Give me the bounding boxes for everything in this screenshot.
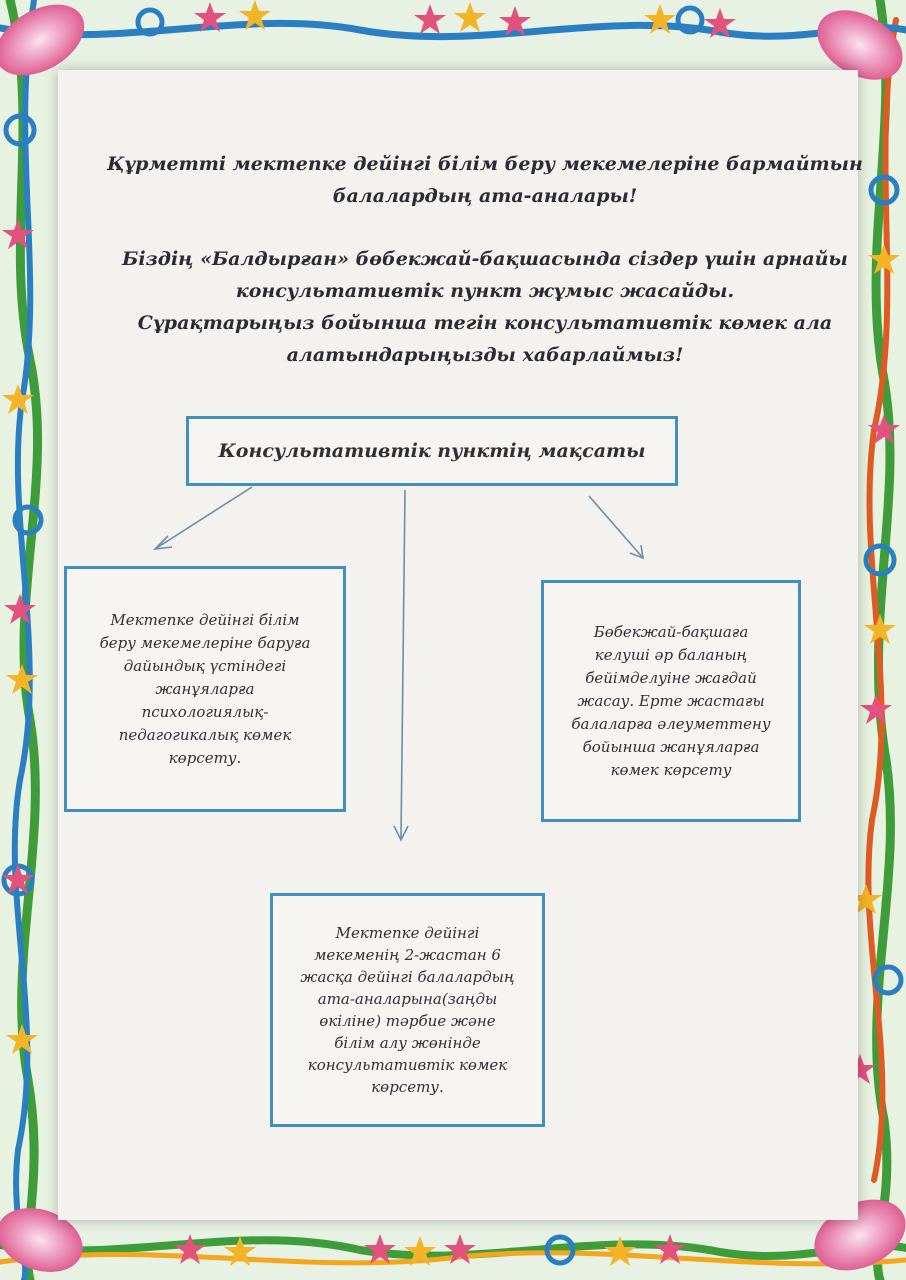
root-box-label: Консультативтік пунктің мақсаты <box>218 440 646 462</box>
bottom-box-line: консультативтік көмек <box>307 1056 508 1074</box>
arrow-right <box>588 495 644 559</box>
bottom-goal-box: Мектепке дейінгі мекеменің 2-жастан 6 жа… <box>270 893 545 1127</box>
left-box-line: жанұяларға <box>155 679 255 698</box>
bottom-box-line: көрсету. <box>371 1078 444 1096</box>
greeting-line-1: Құрметті мектепке дейінгі білім беру мек… <box>107 153 863 175</box>
right-goal-box: Бөбекжай-бақшаға келуші әр баланың бейім… <box>541 580 801 822</box>
left-box-line: дайындық үстіндегі <box>123 656 287 675</box>
root-box: Консультативтік пунктің мақсаты <box>186 416 678 486</box>
left-box-line: Мектепке дейінгі білім <box>110 610 300 629</box>
right-box-line: көмек көрсету <box>610 760 732 779</box>
left-box-line: көрсету. <box>168 748 242 767</box>
right-box-line: бейімделуіне жағдай <box>585 668 757 687</box>
arrow-left <box>154 486 253 550</box>
bottom-box-line: мекеменің 2-жастан 6 <box>314 946 501 964</box>
right-box-line: жасау. Ерте жастағы <box>577 691 765 710</box>
left-goal-box: Мектепке дейінгі білім беру мекемелеріне… <box>64 566 346 812</box>
body-line-2: консультативтік пункт жұмыс жасайды. <box>235 280 735 302</box>
body-line-4: алатындарыңызды хабарлаймыз! <box>286 344 684 366</box>
right-box-line: Бөбекжай-бақшаға <box>593 622 749 641</box>
bottom-box-line: Мектепке дейінгі <box>335 924 480 942</box>
greeting-line-2: балалардың ата-аналары! <box>332 185 638 207</box>
bottom-box-line: өкіліне) тәрбие және <box>319 1012 496 1030</box>
body-line-1: Біздің «Балдырған» бөбекжай-бақшасында с… <box>122 248 848 270</box>
left-box-line: педагогикалық көмек <box>118 725 292 744</box>
right-box-line: бойынша жанұяларға <box>582 737 760 756</box>
bottom-box-line: білім алу жөнінде <box>334 1034 481 1052</box>
bottom-box-line: ата-аналарына(заңды <box>317 990 498 1008</box>
right-box-line: балаларға әлеуметтену <box>571 714 771 733</box>
left-box-line: психологиялық- <box>141 702 269 721</box>
right-box-line: келуші әр баланың <box>594 645 748 664</box>
body-line-3: Сұрақтарыңыз бойынша тегін консультативт… <box>137 312 833 334</box>
arrow-down <box>400 489 406 839</box>
left-box-line: беру мекемелеріне баруға <box>99 633 311 652</box>
bottom-box-line: жасқа дейінгі балалардың <box>300 968 515 986</box>
